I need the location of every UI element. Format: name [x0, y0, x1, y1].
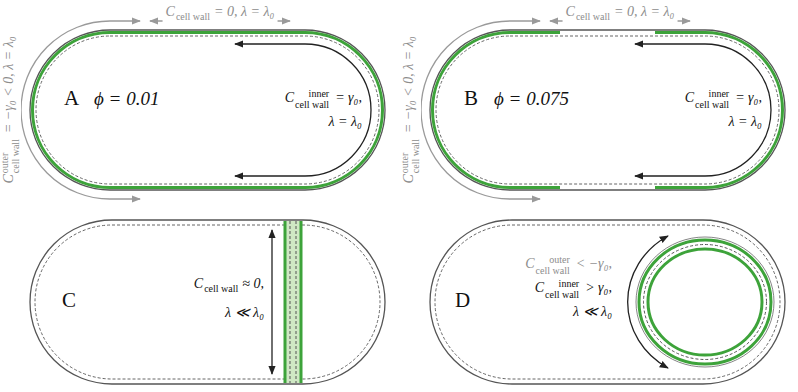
math-text: < −γ₀, [576, 256, 612, 271]
math-text: cell wall [204, 283, 238, 294]
math-text: C [166, 4, 175, 19]
math-text: = −γ₀ < 0, λ = λ₀ [1, 36, 16, 133]
math-text: = 0, λ = λ₀ [214, 4, 274, 19]
formula-label: Ccell wall = 0, λ = λ₀ [163, 0, 278, 29]
script-pair: innercell wall [545, 278, 579, 300]
panel-text: ϕ = 0.075 [494, 88, 569, 110]
math-text: inner [695, 88, 729, 99]
panel-text: ϕ = 0.01 [94, 88, 159, 110]
math-text: cell wall [10, 139, 21, 173]
panel-text: A [64, 86, 79, 111]
math-text: λ ≪ λ₀ [225, 305, 264, 320]
cell: Aϕ = 0.01 Cinnercell wall = γ₀, λ = λ₀ [30, 30, 385, 190]
math-text: cell wall [536, 265, 570, 276]
formula-label: Cinnercell wall = γ₀, λ = λ₀ [685, 86, 762, 134]
math-text: outer [399, 139, 410, 173]
script-pair: innercell wall [695, 88, 729, 110]
formula-label: Ccell wall = 0, λ = λ₀ [563, 0, 678, 29]
math-text: C [566, 4, 575, 19]
math-text: cell wall [295, 99, 329, 110]
formula-line: λ ≪ λ₀ [194, 301, 264, 325]
math-text: C [685, 90, 694, 105]
math-text: C [285, 90, 294, 105]
math-text: = 0, λ = λ₀ [614, 4, 674, 19]
panel-text: D [455, 288, 470, 313]
panel-text: B [464, 86, 478, 111]
script-pair: outercell wall [0, 139, 21, 173]
formula-line: Cinnercell wall > γ₀, [525, 276, 612, 300]
math-text: inner [545, 278, 579, 289]
formula-label: Ccell wall ≈ 0, λ ≪ λ₀ [194, 272, 264, 325]
formula-line: λ ≪ λ₀ [525, 300, 612, 324]
math-text: cell wall [695, 99, 729, 110]
script-pair: innercell wall [295, 88, 329, 110]
formula-line: λ = λ₀ [685, 110, 762, 134]
cell: DCoutercell wall< −γ₀,Cinnercell wall> γ… [430, 220, 785, 384]
math-text: C [525, 256, 534, 271]
formula-line: Ccell wall ≈ 0, [194, 272, 264, 301]
formula-line: Cinnercell wall = γ₀, [285, 86, 362, 110]
cell: Bϕ = 0.075 Cinnercell wall = γ₀, λ = λ₀ [430, 30, 785, 190]
script-pair: outercell wall [536, 254, 570, 276]
math-text: ≈ 0, [242, 276, 264, 291]
formula-line: Cinnercell wall = γ₀, [685, 86, 762, 110]
formula-line: Ccell wall = 0, λ = λ₀ [166, 0, 275, 29]
math-text: = γ₀, [735, 90, 762, 105]
formula-line: Coutercell wall = −γ₀ < 0, λ = λ₀ [0, 36, 21, 183]
formula-label: Cinnercell wall = γ₀, λ = λ₀ [285, 86, 362, 134]
math-text: C [401, 174, 416, 183]
math-text: cell wall [545, 289, 579, 300]
formula-line: Ccell wall = 0, λ = λ₀ [566, 0, 675, 29]
formula-line: λ = λ₀ [285, 110, 362, 134]
panel-text: C [62, 288, 76, 313]
math-text: C [535, 280, 544, 295]
formula-line: Coutercell wall = −γ₀ < 0, λ = λ₀ [399, 36, 421, 183]
math-text: C [194, 276, 203, 291]
math-text: cell wall [176, 11, 210, 22]
formula-label: Coutercell wall< −γ₀,Cinnercell wall> γ₀… [525, 252, 612, 324]
math-text: λ = λ₀ [329, 114, 362, 129]
math-text: outer [0, 139, 10, 173]
math-text: λ ≪ λ₀ [573, 304, 612, 319]
math-text: > γ₀, [585, 280, 612, 295]
formula-label: Coutercell wall = −γ₀ < 0, λ = λ₀ [0, 33, 21, 186]
math-text: cell wall [576, 11, 610, 22]
math-text: λ = λ₀ [729, 114, 762, 129]
formula-line: Coutercell wall < −γ₀, [525, 252, 612, 276]
math-text: C [1, 174, 16, 183]
script-pair: outercell wall [399, 139, 421, 173]
math-text: = −γ₀ < 0, λ = λ₀ [401, 36, 416, 133]
cell: C Ccell wall ≈ 0, λ ≪ λ₀ [30, 220, 385, 384]
math-text: = γ₀, [335, 90, 362, 105]
math-text: cell wall [410, 139, 421, 173]
math-text: inner [295, 88, 329, 99]
math-text: outer [536, 254, 570, 265]
formula-label: Coutercell wall = −γ₀ < 0, λ = λ₀ [399, 33, 421, 186]
